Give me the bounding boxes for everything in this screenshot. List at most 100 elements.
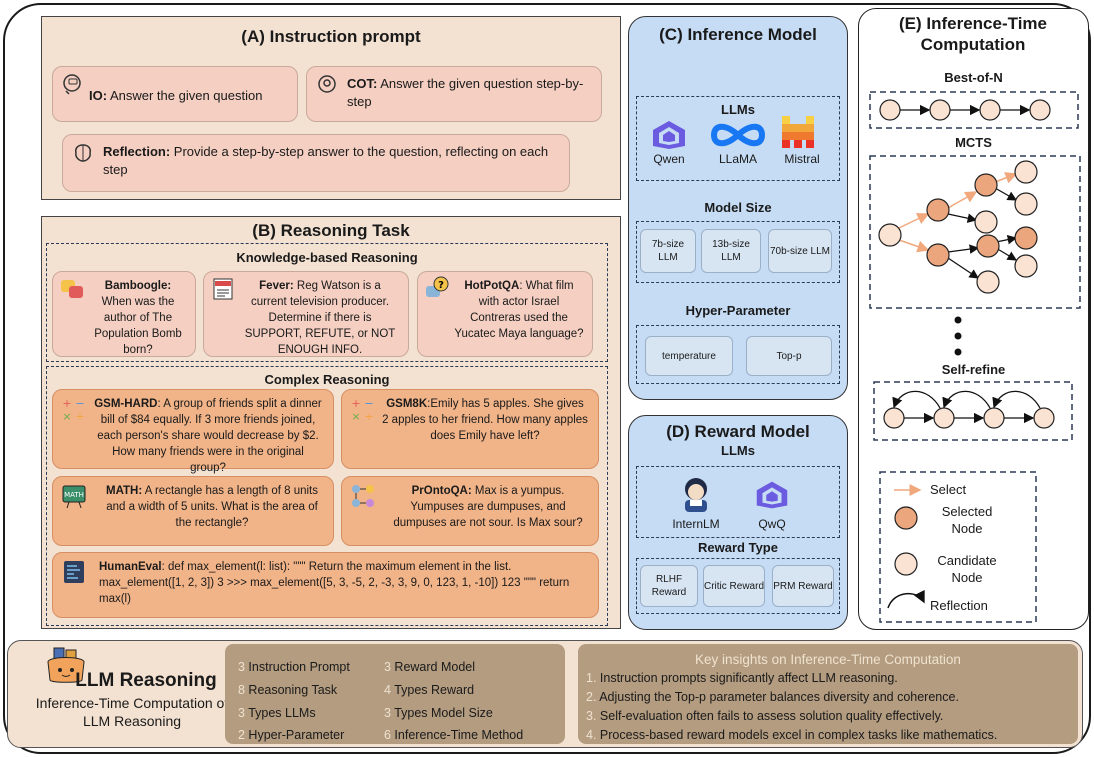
complex-title: Complex Reasoning	[264, 372, 390, 387]
reward-llms-group	[636, 466, 840, 538]
cot-prompt-card: COT: Answer the given question step-by-s…	[306, 66, 602, 122]
top-p-box: Top-p	[746, 336, 832, 376]
svg-text:×: ×	[62, 410, 71, 422]
io-label: IO:	[89, 88, 108, 103]
math-label: MATH:	[105, 485, 143, 497]
question-bubble-icon: ?	[426, 276, 449, 297]
meta-logo-icon	[710, 123, 766, 147]
insight-1: 1. Instruction prompts significantly aff…	[586, 671, 898, 685]
candidate-node	[878, 223, 902, 247]
temperature-box: temperature	[645, 336, 733, 376]
critic-reward-box: Critic Reward	[703, 565, 765, 607]
prontoqa-label: PrOntoQA:	[411, 485, 472, 497]
candidate-node	[883, 407, 905, 429]
selected-node	[974, 173, 998, 197]
reasoning-task-title: (B) Reasoning Task	[252, 221, 410, 240]
selected-node	[926, 243, 950, 267]
qwen-logo-icon	[653, 121, 685, 149]
selected-node	[926, 198, 950, 222]
reward-type-group	[636, 558, 840, 614]
outer-frame	[3, 3, 1091, 754]
reward-internlm-label: InternLM	[672, 517, 720, 531]
brain-icon	[75, 144, 91, 162]
fever-text: Reg Watson is a current television produ…	[244, 280, 396, 356]
inference-time-title: (E) Inference-Time Computation	[898, 14, 1047, 54]
stat-reasoning-task: 8 Reasoning Task	[238, 683, 338, 697]
insights-box	[578, 644, 1078, 744]
size-70b-box: 70b-size LLM	[768, 229, 832, 273]
summary-subtitle: Inference-Time Computation of LLM Reason…	[35, 695, 229, 729]
head-gear-icon	[318, 75, 336, 93]
hotpotqa-label: HotPotQA	[464, 280, 520, 292]
rlhf-reward-box: RLHF Reward	[640, 565, 698, 607]
gsm-hard-card: +−×÷ GSM-HARD: A group of friends split …	[52, 389, 334, 474]
reflection-label: Reflection:	[103, 144, 171, 159]
llm-mascot-icon	[47, 647, 85, 683]
gsm8k-label: GSM8K	[386, 398, 428, 410]
selected-node	[1014, 226, 1038, 250]
stat-instruction-prompt: 3 Instruction Prompt	[238, 660, 350, 674]
humaneval-label: HumanEval	[99, 561, 162, 573]
gsm8k-card: +−×÷ GSM8K:Emily has 5 apples. She gives…	[341, 389, 599, 469]
bamboogle-icon	[61, 280, 83, 298]
reward-qwq-label: QwQ	[758, 517, 786, 531]
best-of-n-chain	[879, 99, 1051, 121]
legend-reflection-label: Reflection	[930, 598, 988, 613]
candidate-node	[1033, 407, 1055, 429]
bamboogle-label: Bamboogle:	[104, 280, 172, 292]
knowledge-group: Knowledge-based Reasoning	[46, 243, 608, 362]
summary-title: LLM Reasoning	[75, 670, 217, 691]
size-7b-box: 7b-size LLM	[640, 229, 696, 273]
candidate-node	[929, 99, 951, 121]
stat-types-reward: 4 Types Reward	[384, 683, 475, 697]
candidate-node	[974, 210, 998, 234]
inference-model-title: (C) Inference Model	[659, 25, 817, 44]
fever-label: Fever:	[259, 280, 294, 292]
hyper-parameter-group	[636, 325, 840, 384]
legend-selected-label: Selected Node	[941, 504, 993, 536]
hotpotqa-card: ? HotPotQA: What film with actor Israel …	[417, 271, 593, 357]
code-file-icon	[64, 561, 84, 583]
cot-label: COT:	[347, 76, 378, 91]
bamboogle-card: Bamboogle: When was the author of The Po…	[52, 271, 196, 357]
insight-4: 4. Process-based reward models excel in …	[586, 728, 998, 742]
math-symbols-icon: +−×÷	[351, 397, 373, 422]
math-card: MATH MATH: A rectangle has a length of 8…	[52, 476, 334, 546]
best-of-n-box	[869, 91, 1079, 129]
legend-candidate-node	[894, 552, 918, 576]
stat-reward-model: 3 Reward Model	[384, 660, 476, 674]
llm-qwen-label: Qwen	[653, 152, 685, 166]
candidate-node	[1014, 192, 1038, 216]
candidate-node	[979, 99, 1001, 121]
svg-text:MATH: MATH	[64, 491, 84, 499]
reflection-text: Provide a step-by-step answer to the que…	[103, 144, 549, 177]
math-symbols-icon: +−×÷	[62, 397, 84, 422]
humaneval-card: HumanEval: def max_element(l: list): """…	[52, 552, 599, 618]
instruction-prompt-title: (A) Instruction prompt	[241, 27, 421, 46]
svg-text:−: −	[75, 397, 84, 410]
hotpotqa-text: : What film with actor Israel Contreras …	[454, 280, 584, 340]
gsm8k-text: :Emily has 5 apples. She gives 2 apples …	[382, 398, 588, 442]
insights-title: Key insights on Inference-Time Computati…	[695, 652, 961, 667]
llm-mistral-label: Mistral	[784, 152, 820, 166]
svg-text:+: +	[351, 397, 360, 410]
stat-inference-time-method: 6 Inference-Time Method	[384, 728, 524, 742]
candidate-node	[933, 407, 955, 429]
mcts-box	[869, 155, 1081, 309]
svg-text:−: −	[364, 397, 373, 410]
size-13b-box: 13b-size LLM	[701, 229, 761, 273]
stat-types-model-size: 3 Types Model Size	[384, 706, 493, 720]
llms-title: LLMs	[721, 102, 755, 117]
knowledge-title: Knowledge-based Reasoning	[236, 250, 418, 265]
prontoqa-text: Max is a yumpus. Yumpuses are dumpuses, …	[393, 485, 583, 529]
reward-model-title: (D) Reward Model	[666, 422, 810, 441]
logic-nodes-icon	[352, 485, 374, 507]
cot-text: Answer the given question step-by-step	[347, 76, 584, 109]
insight-3: 3. Self-evaluation often fails to assess…	[586, 709, 944, 723]
legend-reflection-arrow	[887, 589, 925, 609]
self-refine-box	[873, 381, 1073, 441]
legend-candidate-label: Candidate Node	[937, 553, 997, 585]
candidate-node	[879, 99, 901, 121]
candidate-node	[1014, 160, 1038, 184]
svg-text:?: ?	[438, 280, 444, 291]
